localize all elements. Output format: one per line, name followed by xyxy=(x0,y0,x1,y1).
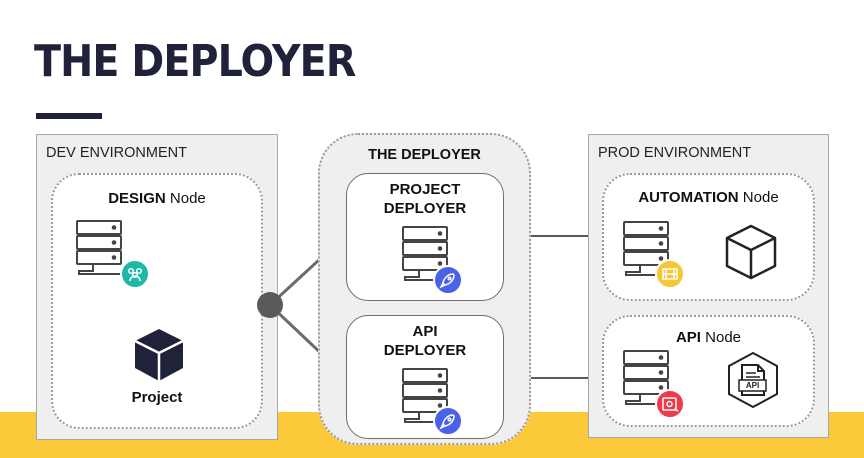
rocket-icon xyxy=(433,265,463,295)
api-doc-icon: API xyxy=(724,351,782,409)
cube-outline-icon xyxy=(724,223,778,281)
film-icon xyxy=(655,259,685,289)
page-title: THE DEPLOYER xyxy=(34,36,356,87)
dev-environment: DEV ENVIRONMENT DESIGN Node xyxy=(36,134,278,440)
cube-icon xyxy=(132,327,186,383)
server-icon xyxy=(401,367,455,423)
project-deployer: PROJECT DEPLOYER xyxy=(346,173,504,301)
api-doc-label: API xyxy=(745,381,760,390)
design-node-suffix: Node xyxy=(169,190,206,207)
project-label: Project xyxy=(131,389,183,406)
dev-environment-label: DEV ENVIRONMENT xyxy=(46,145,187,161)
people-icon xyxy=(120,259,150,289)
deployer-group-label: THE DEPLOYER xyxy=(368,147,481,163)
title-underline xyxy=(36,113,102,119)
server-icon xyxy=(75,219,129,275)
prod-environment-label: PROD ENVIRONMENT xyxy=(598,145,752,161)
api-node: API Node xyxy=(602,315,815,427)
design-node-name: DESIGN xyxy=(108,190,166,207)
project-deployer-line1: PROJECT xyxy=(389,181,461,198)
automation-node-title: AUTOMATION Node xyxy=(604,189,813,206)
prod-environment: PROD ENVIRONMENT AUTOMATION Node xyxy=(588,134,829,438)
api-deployer-title: API DEPLOYER xyxy=(347,322,503,360)
rocket-icon xyxy=(433,406,463,436)
server-icon xyxy=(622,349,676,405)
api-deployer-line1: API xyxy=(412,323,438,340)
api-node-suffix: Node xyxy=(705,329,742,346)
deployer-group: THE DEPLOYER PROJECT DEPLOYER xyxy=(318,133,531,445)
project-deployer-line2: DEPLOYER xyxy=(383,200,467,217)
design-node: DESIGN Node xyxy=(51,173,263,429)
server-icon xyxy=(622,220,676,276)
api-deployer: API DEPLOYER xyxy=(346,315,504,439)
automation-node-suffix: Node xyxy=(742,189,779,206)
api-node-title: API Node xyxy=(604,329,813,346)
design-node-title: DESIGN Node xyxy=(53,190,261,207)
junction-dot xyxy=(257,292,283,318)
automation-node: AUTOMATION Node xyxy=(602,173,815,301)
project-deployer-title: PROJECT DEPLOYER xyxy=(347,180,503,218)
server-icon xyxy=(401,225,455,281)
api-node-name: API xyxy=(675,329,701,346)
api-deployer-line2: DEPLOYER xyxy=(383,342,467,359)
automation-node-name: AUTOMATION xyxy=(638,189,739,206)
settings-icon xyxy=(655,389,685,419)
